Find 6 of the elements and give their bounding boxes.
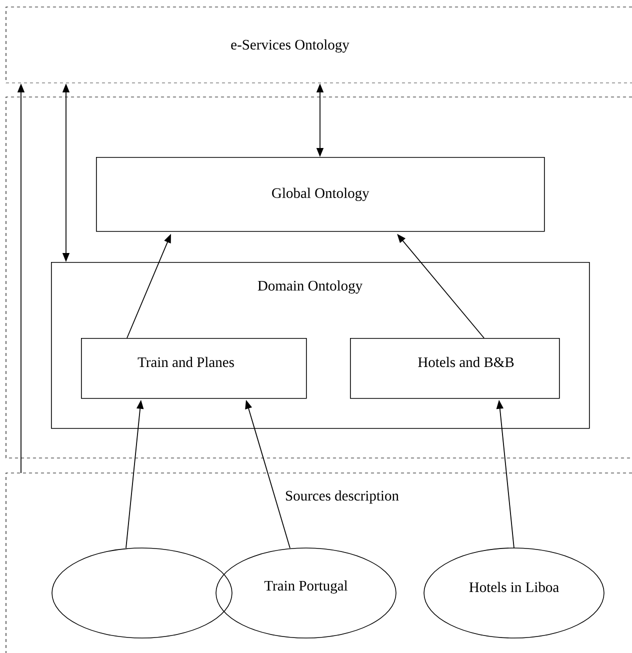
dashed-band xyxy=(6,96,632,458)
dashed-band: e-Services Ontology xyxy=(6,6,632,84)
source-ellipse xyxy=(52,548,232,638)
ontology-box: Hotels and B&B xyxy=(350,338,560,399)
ontology-box: Global Ontology xyxy=(96,157,545,232)
ontology-box: Train and Planes xyxy=(81,338,307,399)
